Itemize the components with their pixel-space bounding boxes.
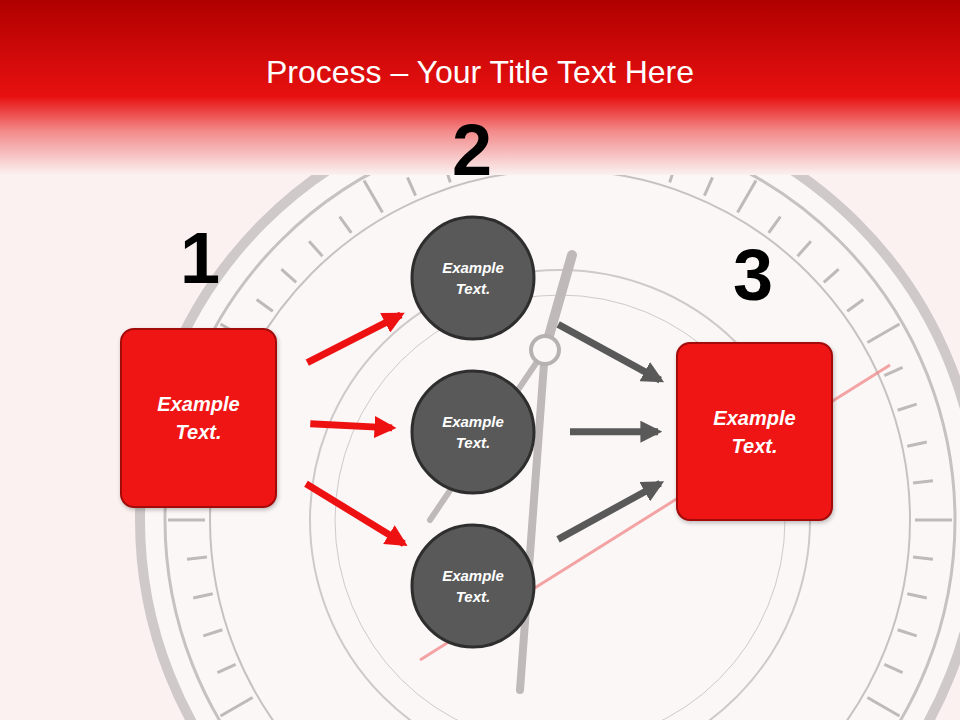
flow-arrow xyxy=(310,424,392,428)
clock-tick xyxy=(824,269,839,282)
clock-tick xyxy=(898,630,917,636)
circle-outline xyxy=(410,369,536,495)
clock-tick xyxy=(168,519,205,522)
clock-tick xyxy=(281,269,296,282)
node-text: Example Text. xyxy=(705,404,805,460)
circle-shape xyxy=(412,371,534,493)
node-text: Example Text. xyxy=(435,565,511,607)
clock-tick xyxy=(340,217,352,233)
clock-tick xyxy=(798,241,811,256)
process-circle: Example Text. xyxy=(410,215,536,341)
process-box: Example Text. xyxy=(120,328,277,508)
flow-arrow xyxy=(570,428,658,435)
clock-tick xyxy=(193,594,213,598)
clock-tick xyxy=(913,481,933,483)
clock-tick xyxy=(847,300,863,312)
clock-tick xyxy=(769,217,781,233)
clock-tick xyxy=(217,664,235,672)
process-circle: Example Text. xyxy=(410,369,536,495)
flow-arrow xyxy=(306,484,404,544)
clock-tick xyxy=(867,324,899,343)
flow-arrow xyxy=(558,324,660,380)
process-box: Example Text. xyxy=(676,342,833,521)
clock-tick xyxy=(257,300,273,312)
clock-tick xyxy=(907,442,927,446)
callout-number: 3 xyxy=(733,239,773,311)
clock-tick xyxy=(867,698,899,717)
circle-outline xyxy=(410,215,536,341)
clock-tick xyxy=(187,557,207,559)
slide-title: Process – Your Title Text Here xyxy=(0,54,960,91)
clock-tick xyxy=(907,594,927,598)
clock-tick xyxy=(738,181,757,213)
process-circle: Example Text. xyxy=(410,523,536,649)
clock-tick xyxy=(915,519,952,522)
clock-tick xyxy=(913,557,933,559)
callout-number: 2 xyxy=(452,114,492,186)
clock-tick xyxy=(221,698,253,717)
clock-tick xyxy=(309,241,322,256)
clock-tick xyxy=(704,177,712,195)
circle-outline xyxy=(410,523,536,649)
clock-tick xyxy=(203,630,222,636)
flow-arrow xyxy=(307,315,401,363)
circle-shape xyxy=(412,525,534,647)
node-text: Example Text. xyxy=(149,390,249,446)
node-text: Example Text. xyxy=(435,257,511,299)
clock-tick xyxy=(407,177,415,195)
clock-tick xyxy=(898,404,917,410)
callout-number: 1 xyxy=(180,222,220,294)
clock-tick xyxy=(884,367,902,375)
node-text: Example Text. xyxy=(435,411,511,453)
circle-shape xyxy=(412,217,534,339)
clock-tick xyxy=(364,181,383,213)
flow-arrow xyxy=(558,483,660,539)
clock-tick xyxy=(884,664,902,672)
